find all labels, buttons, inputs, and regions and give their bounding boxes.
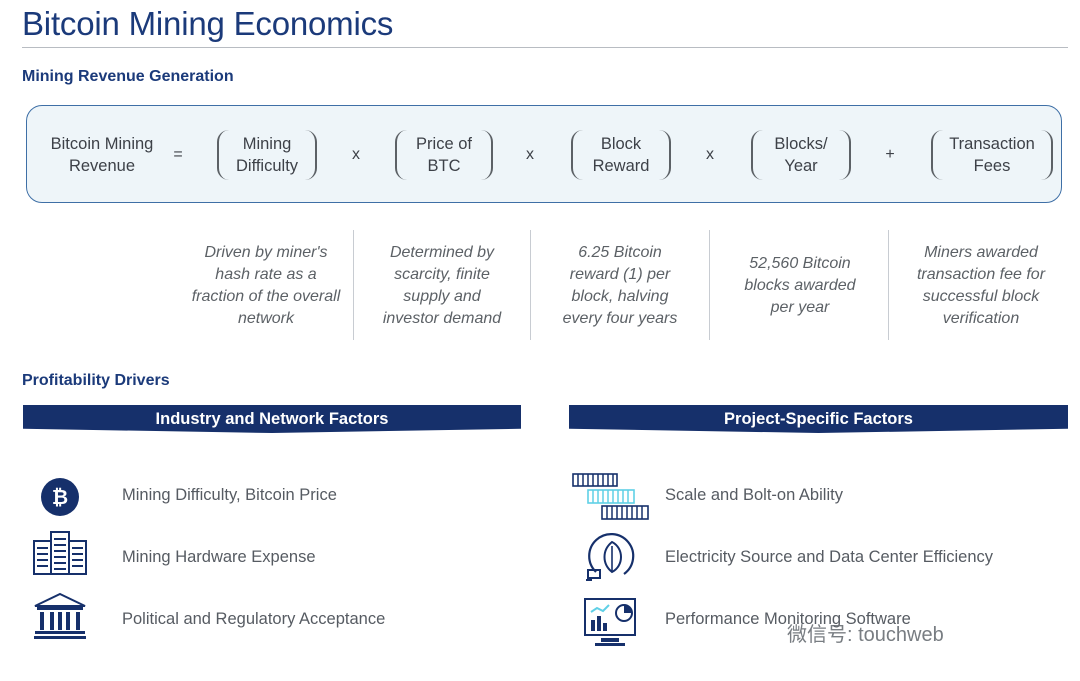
description-blocks-per-year: 52,560 Bitcoin blocks awarded per year — [744, 255, 856, 316]
industry-factors-banner: Industry and Network Factors — [23, 405, 521, 433]
description-mining-difficulty: Driven by miner's hash rate as a fractio… — [191, 244, 341, 327]
description-price-of-btc: Determined by scarcity, finite supply an… — [382, 244, 502, 327]
description-transaction-fees: Miners awarded transaction fee for succe… — [916, 244, 1046, 327]
factor-mining-difficulty: Mining Difficulty, Bitcoin Price — [122, 486, 337, 504]
revenue-section-heading: Mining Revenue Generation — [22, 68, 234, 85]
term-block-reward: Block Reward — [571, 130, 671, 180]
title-divider — [22, 47, 1068, 48]
description-divider — [709, 230, 710, 340]
server-rack-icon — [33, 531, 87, 575]
revenue-formula-box: Bitcoin Mining Revenue = Mining Difficul… — [26, 105, 1062, 203]
factor-electricity-efficiency: Electricity Source and Data Center Effic… — [665, 548, 994, 566]
project-factors-banner: Project-Specific Factors — [569, 405, 1068, 433]
description-divider — [353, 230, 354, 340]
monitoring-dashboard-icon — [584, 598, 636, 646]
operator-plus: + — [885, 146, 895, 163]
description-block-reward: 6.25 Bitcoin reward (1) per block, halvi… — [562, 244, 678, 327]
svg-text:₿: ₿ — [52, 485, 68, 509]
operator-multiply-3: x — [706, 146, 714, 163]
formula-lhs: Bitcoin Mining Revenue — [50, 135, 154, 175]
term-price-of-btc: Price of BTC — [395, 130, 493, 180]
profitability-section-heading: Profitability Drivers — [22, 372, 170, 389]
term-transaction-fees: Transaction Fees — [931, 130, 1053, 180]
description-divider — [888, 230, 889, 340]
modular-blocks-icon — [572, 473, 649, 520]
watermark: 微信号: touchweb — [787, 624, 944, 646]
factor-scale-bolt-on: Scale and Bolt-on Ability — [665, 486, 843, 504]
factor-hardware-expense: Mining Hardware Expense — [122, 548, 316, 566]
government-building-icon — [34, 592, 86, 639]
operator-multiply-1: x — [352, 146, 360, 163]
factor-monitoring-software: Performance Monitoring Software — [665, 610, 911, 628]
page-title: Bitcoin Mining Economics — [22, 5, 394, 42]
term-mining-difficulty: Mining Difficulty — [217, 130, 317, 180]
operator-multiply-2: x — [526, 146, 534, 163]
equals-sign: = — [173, 146, 183, 163]
green-energy-plug-icon — [586, 533, 635, 581]
description-divider — [530, 230, 531, 340]
bitcoin-icon: ₿ — [41, 478, 79, 516]
term-blocks-per-year: Blocks/ Year — [751, 130, 851, 180]
factor-regulatory-acceptance: Political and Regulatory Acceptance — [122, 610, 386, 628]
